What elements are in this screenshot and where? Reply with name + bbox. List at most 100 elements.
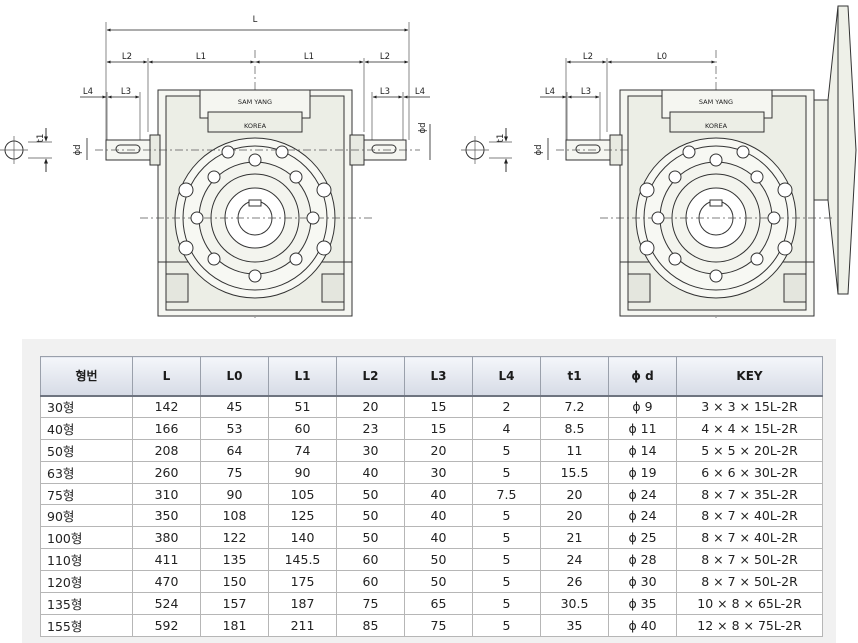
cell-L1: 51 [268,395,337,418]
cell-L2: 20 [336,395,405,418]
cell-L1: 90 [268,460,337,484]
cell-t1: 20 [540,504,609,528]
cell-t1: 30.5 [540,592,609,615]
dim-L1-label-left: L1 [196,52,206,62]
cell-key: 4 × 4 × 15L-2R [676,416,823,440]
cell-L: 166 [132,416,201,440]
cell-t1: 11 [540,438,609,462]
cell-L: 208 [132,438,201,462]
cell-L0: 45 [200,395,269,418]
cell-L2: 60 [336,548,405,572]
cell-key: 8 × 7 × 40L-2R [676,504,823,528]
cell-L4: 2 [472,395,541,418]
dim-L3-label-right: L3 [380,87,390,97]
cell-phid: ϕ 14 [608,438,677,462]
cell-model: 90형 [40,504,133,528]
cell-L: 310 [132,482,201,506]
cell-phid: ϕ 9 [608,395,677,418]
cell-L0: 150 [200,570,269,594]
cell-L0: 64 [200,438,269,462]
cell-L2: 50 [336,504,405,528]
technical-drawings: L L2 L1 L1 L2 L4 L3 L3 L4 t1 ϕd ϕd SAM Y… [0,5,857,318]
cell-L0: 75 [200,460,269,484]
brand-samyang-left: SAM YANG [238,98,272,106]
cell-model: 50형 [40,438,133,462]
cell-L4: 5 [472,526,541,550]
cell-L1: 145.5 [268,548,337,572]
cell-L2: 60 [336,570,405,594]
cell-L1: 125 [268,504,337,528]
cell-L2: 23 [336,416,405,440]
dim-L3-label-rightview: L3 [581,87,591,97]
cell-t1: 24 [540,548,609,572]
cell-phid: ϕ 40 [608,613,677,637]
header-L4: L4 [472,356,541,397]
left-drawing [0,22,431,318]
dim-L0-label: L0 [657,52,667,62]
cell-L3: 30 [404,460,473,484]
header-L1: L1 [268,356,337,397]
cell-L: 380 [132,526,201,550]
cell-L4: 5 [472,438,541,462]
brand-korea-left: KOREA [244,122,267,130]
table-header-row: 형번 L L0 L1 L2 L3 L4 t1 ϕ d KEY [40,356,823,397]
cell-L4: 5 [472,504,541,528]
cell-phid: ϕ 25 [608,526,677,550]
cell-L3: 20 [404,438,473,462]
cell-L4: 5 [472,460,541,484]
cell-model: 75형 [40,482,133,506]
cell-L3: 65 [404,592,473,615]
cell-L2: 30 [336,438,405,462]
cell-model: 40형 [40,416,133,440]
cell-L2: 85 [336,613,405,637]
cell-L1: 140 [268,526,337,550]
header-phid: ϕ d [608,356,677,397]
cell-model: 30형 [40,395,133,418]
cell-model: 100형 [40,526,133,550]
cell-L: 142 [132,395,201,418]
cell-L: 592 [132,613,201,637]
cell-model: 120형 [40,570,133,594]
cell-L4: 7.5 [472,482,541,506]
cell-L2: 40 [336,460,405,484]
header-key: KEY [676,356,823,397]
cell-model: 110형 [40,548,133,572]
header-L2: L2 [336,356,405,397]
cell-L3: 75 [404,613,473,637]
cell-key: 8 × 7 × 50L-2R [676,548,823,572]
dim-L2-label-rightview: L2 [583,52,593,62]
cell-L4: 5 [472,613,541,637]
dim-L2-label-left: L2 [122,52,132,62]
cell-L1: 187 [268,592,337,615]
cell-model: 155형 [40,613,133,637]
cell-L0: 108 [200,504,269,528]
cell-L3: 40 [404,526,473,550]
dim-L4-label-rightview: L4 [545,87,555,97]
header-L3: L3 [404,356,473,397]
cell-L0: 157 [200,592,269,615]
cell-L: 524 [132,592,201,615]
cell-L3: 40 [404,482,473,506]
cell-L3: 50 [404,548,473,572]
cell-t1: 15.5 [540,460,609,484]
dim-L3-label-left: L3 [121,87,131,97]
cell-t1: 35 [540,613,609,637]
dim-L4-label-right: L4 [415,87,425,97]
cell-L2: 50 [336,526,405,550]
cell-L1: 105 [268,482,337,506]
cell-L1: 211 [268,613,337,637]
cell-L: 470 [132,570,201,594]
cell-key: 8 × 7 × 50L-2R [676,570,823,594]
cell-L2: 75 [336,592,405,615]
cell-t1: 8.5 [540,416,609,440]
dim-phid-label-left: ϕd [73,144,83,155]
